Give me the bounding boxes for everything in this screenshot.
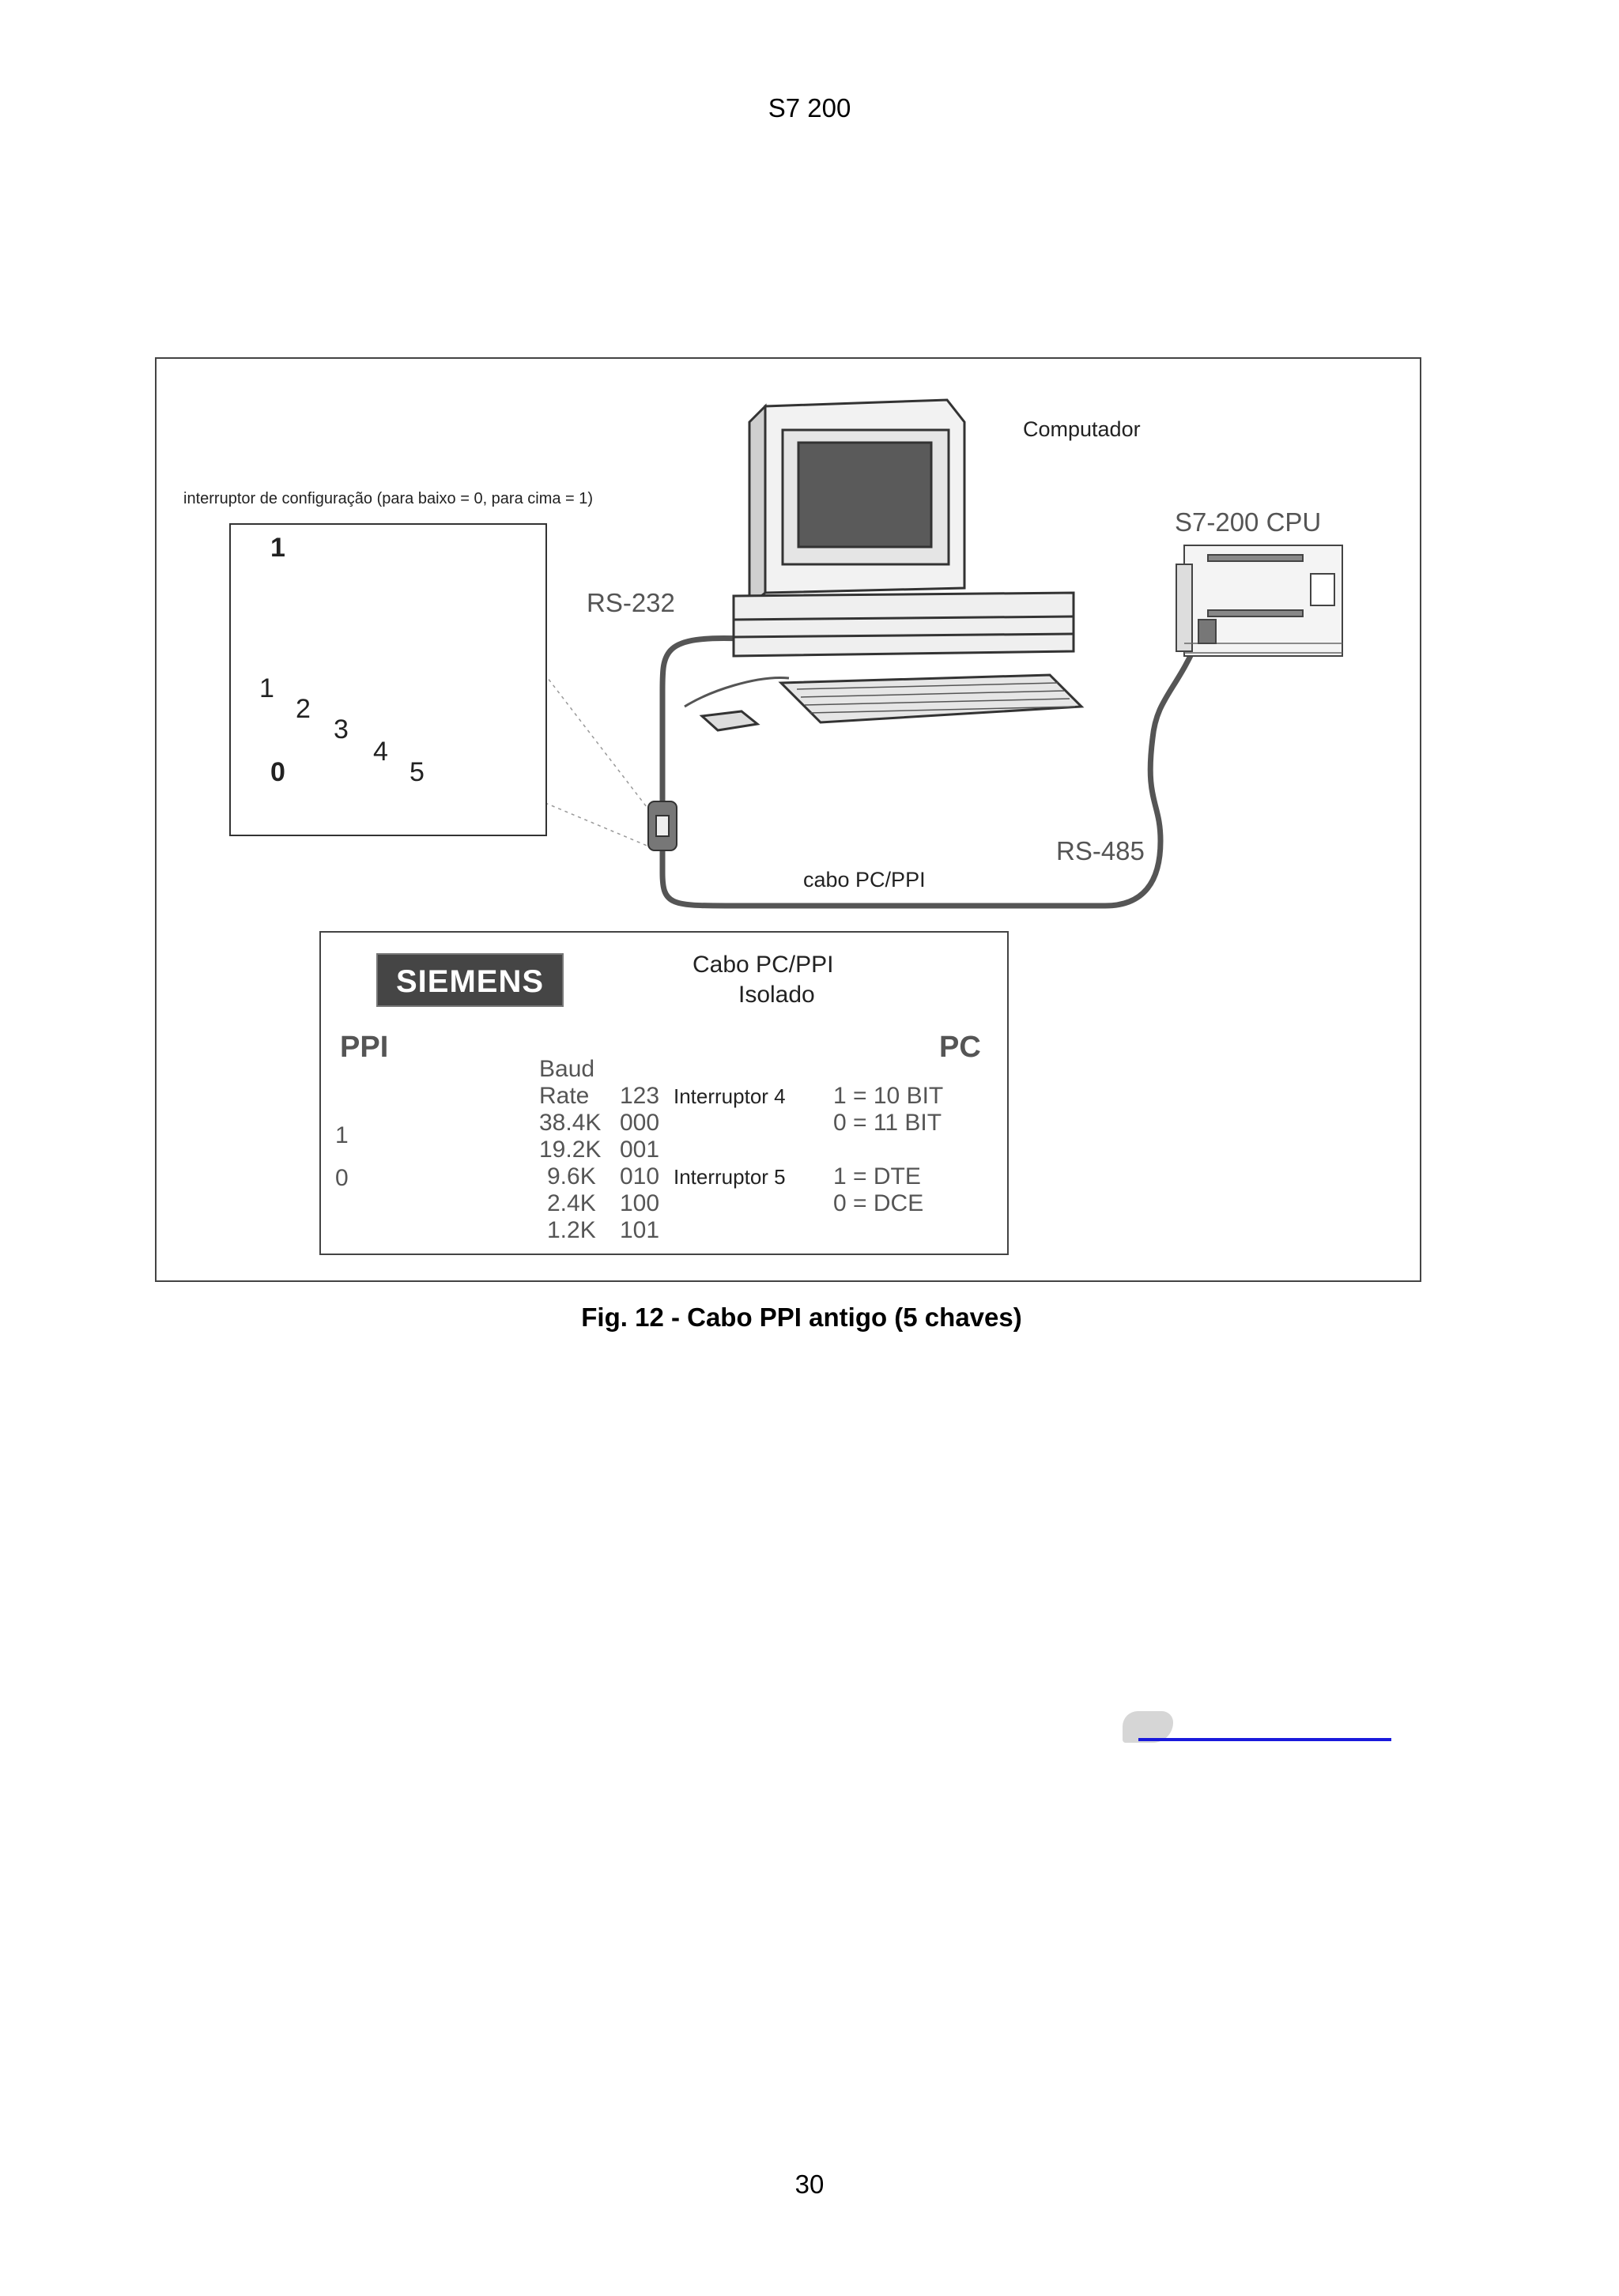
cable-label: cabo PC/PPI [803,868,926,892]
switch5-label: Interruptor 5 [674,1165,786,1189]
dip-down-label: 0 [270,757,285,787]
baud-rate-1: 19.2K [539,1137,602,1163]
ppi-header: PPI [340,1031,389,1064]
baud-code-0: 000 [620,1110,660,1136]
siemens-logo: SIEMENS [376,953,564,1007]
cpu-label: S7-200 CPU [1175,507,1322,537]
table-title-line2: Isolado [738,982,815,1008]
switch-header: 123 [620,1083,660,1109]
s7-200-cpu-icon [1176,545,1343,657]
switch5-opt0: 0 = DCE [833,1190,924,1216]
baud-header-1: Baud [539,1056,595,1082]
switch-number-5: 5 [479,1182,492,1208]
dip-switch-caption: interruptor de configuração (para baixo … [183,490,594,507]
pc-header: PC [939,1031,981,1064]
figure-frame: interruptor de configuração (para baixo … [155,357,1421,1282]
baud-rate-3: 2.4K [547,1190,596,1216]
dip-switch-inset: 1 0 1 2 3 4 5 [229,523,547,836]
switch5-opt1: 1 = DTE [833,1163,921,1189]
decorative-blob [1123,1711,1173,1743]
switch4-opt1: 1 = 10 BIT [833,1083,944,1109]
baud-code-1: 001 [620,1137,660,1163]
dip-number-5: 5 [409,757,425,787]
adapter-block-icon [647,801,677,851]
computer-label: Computador [1023,417,1141,441]
baud-code-2: 010 [620,1163,660,1189]
baud-rate-2: 9.6K [547,1163,596,1189]
computer-icon [684,398,1085,732]
link-underline[interactable] [1138,1738,1391,1741]
switch-number-3: 3 [421,1182,434,1208]
dip-number-1: 1 [259,673,274,703]
switch-number-4: 4 [450,1182,463,1208]
dip-up-label: 1 [270,533,285,563]
baud-code-3: 100 [620,1190,660,1216]
baud-rate-0: 38.4K [539,1110,602,1136]
cable-config-table: SIEMENS Cabo PC/PPI Isolado PPI PC Baud … [319,931,1009,1255]
baud-code-4: 101 [620,1217,660,1243]
rs485-label: RS-485 [1056,836,1145,865]
level-0-label: 0 [335,1165,349,1191]
pc-ppi-cable [659,635,1202,909]
dip-number-2: 2 [296,694,311,724]
switch4-label: Interruptor 4 [674,1084,786,1108]
dip-number-3: 3 [334,714,349,745]
baud-rate-4: 1.2K [547,1217,596,1243]
rs232-label: RS-232 [587,588,675,617]
page-number: 30 [794,2170,825,2199]
level-1-label: 1 [335,1122,349,1148]
figure-caption: Fig. 12 - Cabo PPI antigo (5 chaves) [581,1303,1022,1332]
dip-number-4: 4 [373,737,388,767]
baud-header-2: Rate [539,1083,590,1109]
switch-number-2: 2 [391,1182,405,1208]
page-header: S7 200 [768,93,851,123]
switch4-opt0: 0 = 11 BIT [833,1110,942,1136]
table-title-line1: Cabo PC/PPI [693,952,834,978]
switch-number-1: 1 [362,1182,376,1208]
